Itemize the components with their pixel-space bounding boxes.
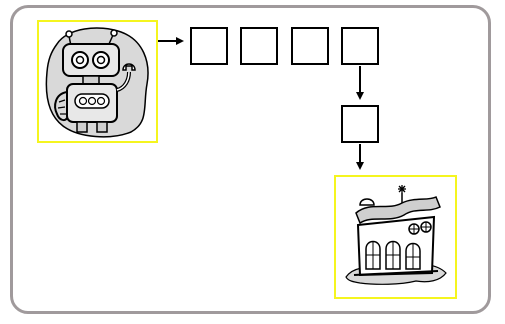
start-picture-frame xyxy=(37,20,158,143)
goal-picture-frame xyxy=(334,175,457,299)
path-cell-5[interactable] xyxy=(341,105,379,143)
robot-icon xyxy=(45,27,149,138)
path-cell-4[interactable] xyxy=(341,27,379,65)
path-cell-3[interactable] xyxy=(291,27,329,65)
house-boat-icon xyxy=(345,185,447,285)
path-cell-1[interactable] xyxy=(190,27,228,65)
path-cell-2[interactable] xyxy=(240,27,278,65)
